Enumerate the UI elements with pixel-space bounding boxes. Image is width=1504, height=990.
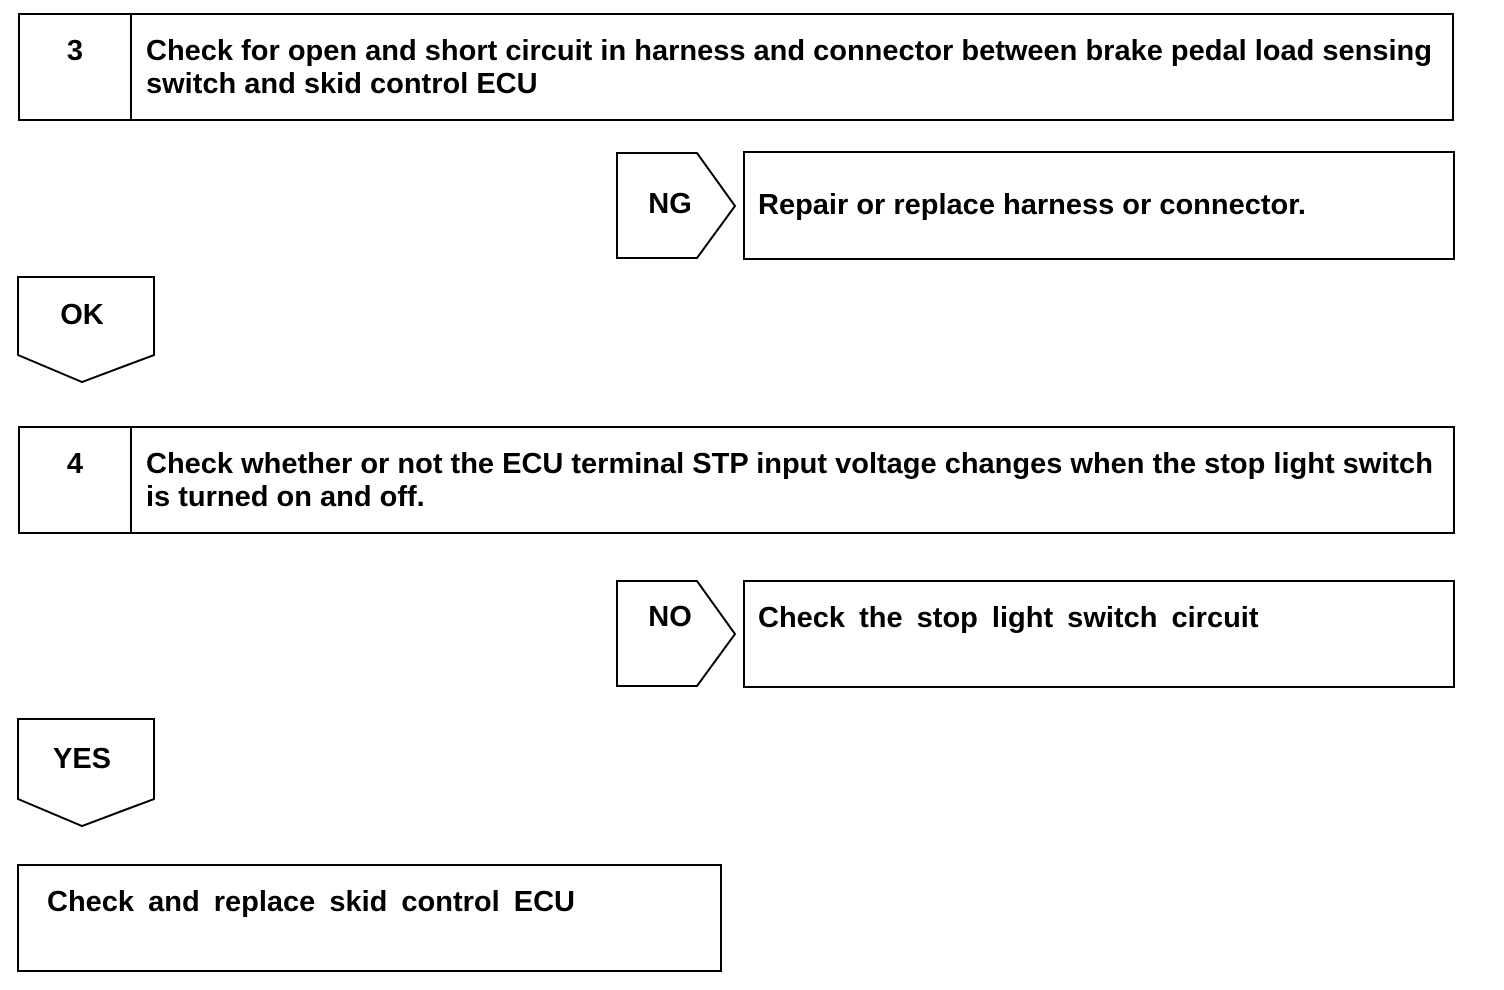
step-4-text: Check whether or not the ECU terminal ST…	[146, 448, 1433, 513]
ng-result-box: Repair or replace harness or connector.	[743, 151, 1455, 260]
no-label: NO	[648, 601, 692, 633]
step-4-box: 4 Check whether or not the ECU terminal …	[18, 426, 1455, 534]
ok-arrow-shape	[17, 276, 155, 384]
no-result-text: Check the stop light switch circuit	[758, 602, 1259, 634]
step-3-number: 3	[20, 15, 132, 119]
yes-arrow-shape	[17, 718, 155, 828]
ng-label: NG	[648, 188, 692, 220]
ng-result-text: Repair or replace harness or connector.	[758, 189, 1306, 221]
final-action-text: Check and replace skid control ECU	[47, 886, 575, 918]
ng-arrow-shape	[616, 152, 737, 259]
yes-label: YES	[52, 743, 112, 775]
step-4-number: 4	[20, 428, 132, 532]
step-3-text: Check for open and short circuit in harn…	[146, 35, 1432, 100]
final-action-box: Check and replace skid control ECU	[17, 864, 722, 972]
ok-label: OK	[60, 299, 104, 331]
step-3-box: 3 Check for open and short circuit in ha…	[18, 13, 1454, 121]
no-arrow-shape	[616, 580, 737, 687]
no-result-box: Check the stop light switch circuit	[743, 580, 1455, 688]
